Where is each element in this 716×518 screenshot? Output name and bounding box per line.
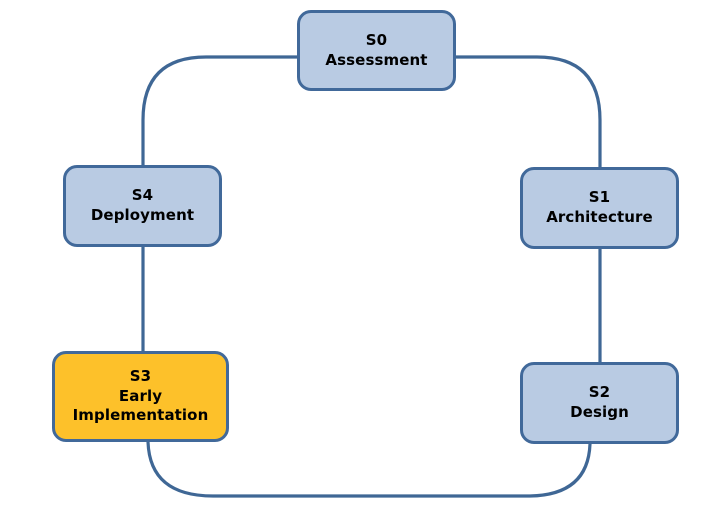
- stage-node-s4-code: S4: [131, 186, 154, 205]
- stage-node-s0-label: Assessment: [325, 50, 428, 69]
- stage-node-s2[interactable]: S2 Design: [520, 362, 679, 444]
- stage-node-s3-label-line2: Implementation: [72, 406, 209, 425]
- stage-node-s1-label: Architecture: [546, 208, 653, 226]
- stage-node-s0[interactable]: S0 Assessment: [297, 10, 456, 91]
- stage-node-s4[interactable]: S4 Deployment: [63, 165, 222, 247]
- stage-node-s2-label: Design: [570, 403, 629, 421]
- stage-node-s4-label: Deployment: [90, 206, 195, 224]
- connector-s4-to-s0: [141, 55, 299, 167]
- stage-node-s1-code: S1: [588, 188, 611, 207]
- stage-node-s3-label-line1: Early: [118, 386, 163, 405]
- stage-node-s0-code: S0: [365, 30, 388, 49]
- connector-s0-to-s1: [454, 55, 602, 169]
- stage-node-s2-code: S2: [588, 383, 611, 402]
- stage-node-s3[interactable]: S3 Early Implementation: [52, 351, 229, 442]
- stage-node-s1[interactable]: S1 Architecture: [520, 167, 679, 249]
- connector-s2-to-s3: [146, 440, 592, 498]
- stage-node-s3-code: S3: [129, 366, 152, 385]
